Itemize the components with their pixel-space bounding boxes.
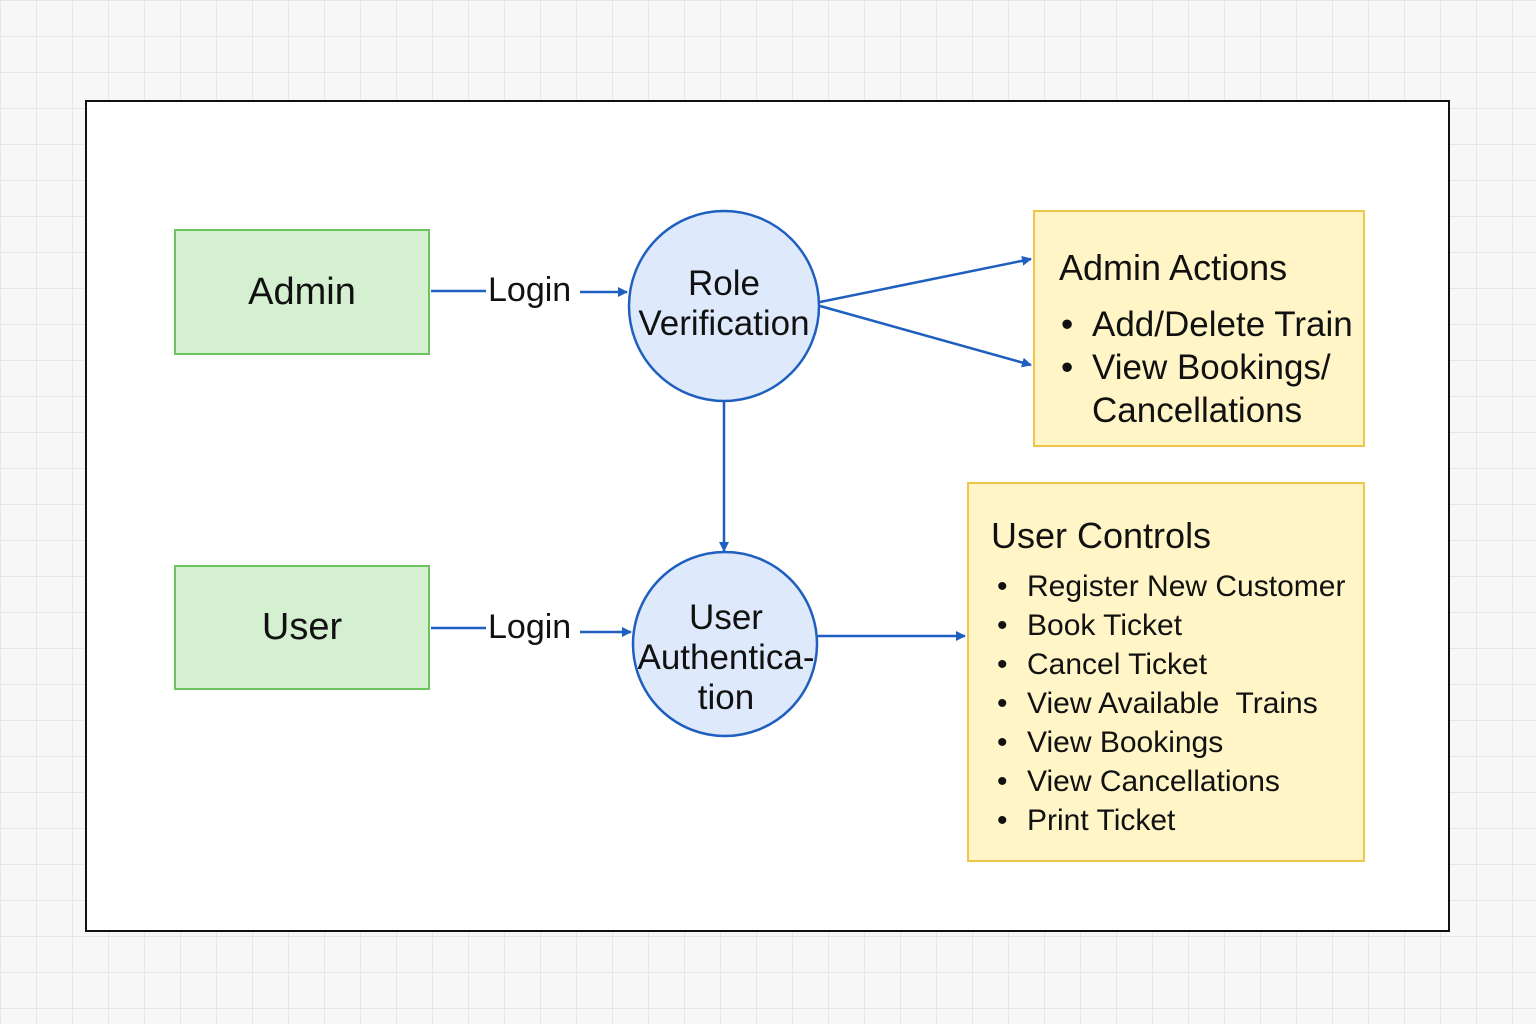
admin-entity: Admin	[174, 229, 430, 355]
list-item: View Available Trains	[991, 684, 1363, 723]
role-verification-to-admin-actions-lower-arrow	[819, 304, 1032, 368]
list-item: View Cancellations	[991, 762, 1363, 801]
user-authentication-circle	[631, 550, 819, 738]
list-item: View Bookings	[991, 723, 1363, 762]
admin-actions-title: Admin Actions	[1059, 247, 1288, 288]
list-item: Register New Customer	[991, 567, 1363, 606]
list-item: Cancel Ticket	[991, 645, 1363, 684]
user-login-label: Login	[486, 608, 574, 646]
user-controls-box: User Controls Register New Customer Book…	[967, 482, 1365, 862]
admin-action-view-bookings-cancellations: View Bookings/ Cancellations	[1092, 348, 1331, 431]
role-verification-label: Role Verification	[638, 264, 810, 343]
user-control-view-available-trains: View Available Trains	[1027, 687, 1318, 721]
role-verification-circle	[627, 209, 821, 403]
list-item: View Bookings/ Cancellations	[1059, 346, 1363, 432]
list-item: Print Ticket	[991, 801, 1363, 840]
user-entity-label: User	[261, 606, 343, 648]
user-control-print-ticket: Print Ticket	[1027, 804, 1176, 838]
admin-login-label: Login	[486, 271, 574, 309]
admin-actions-list: Add/Delete Train View Bookings/ Cancella…	[1059, 303, 1363, 432]
user-controls-list: Register New Customer Book Ticket Cancel…	[991, 567, 1363, 840]
user-controls-title: User Controls	[991, 515, 1212, 556]
user-control-register-new-customer: Register New Customer	[1027, 570, 1346, 604]
user-control-view-cancellations: View Cancellations	[1027, 765, 1280, 799]
list-item: Book Ticket	[991, 606, 1363, 645]
admin-action-add-delete-train: Add/Delete Train	[1092, 305, 1353, 345]
admin-entity-label: Admin	[248, 270, 356, 313]
admin-actions-box: Admin Actions Add/Delete Train View Book…	[1033, 210, 1365, 447]
user-entity: User	[174, 565, 430, 690]
user-control-book-ticket: Book Ticket	[1027, 609, 1183, 643]
user-control-cancel-ticket: Cancel Ticket	[1027, 648, 1208, 682]
list-item: Add/Delete Train	[1059, 303, 1363, 346]
role-verification-to-admin-actions-upper-arrow	[819, 255, 1032, 304]
user-authentication-label: User Authentica- tion	[637, 598, 815, 717]
user-control-view-bookings: View Bookings	[1027, 726, 1224, 760]
